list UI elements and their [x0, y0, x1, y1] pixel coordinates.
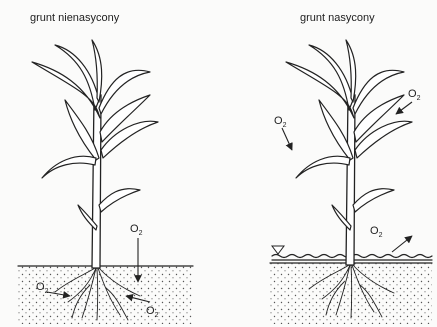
o2-label-right-leaf: O2: [274, 115, 287, 129]
o2-label-right-water: O2: [370, 225, 383, 239]
o2-label-left-air: O2: [130, 223, 143, 237]
panel-unsaturated-soil: grunt nienasycony: [18, 12, 193, 324]
o2-label-right-top: O2: [408, 88, 421, 102]
panel-caption-unsaturated: grunt nienasycony: [30, 12, 120, 24]
panel-saturated-soil: grunt nasycony: [270, 12, 432, 324]
panel-caption-saturated: grunt nasycony: [300, 12, 375, 24]
water-table-triangle-icon: [272, 246, 284, 254]
